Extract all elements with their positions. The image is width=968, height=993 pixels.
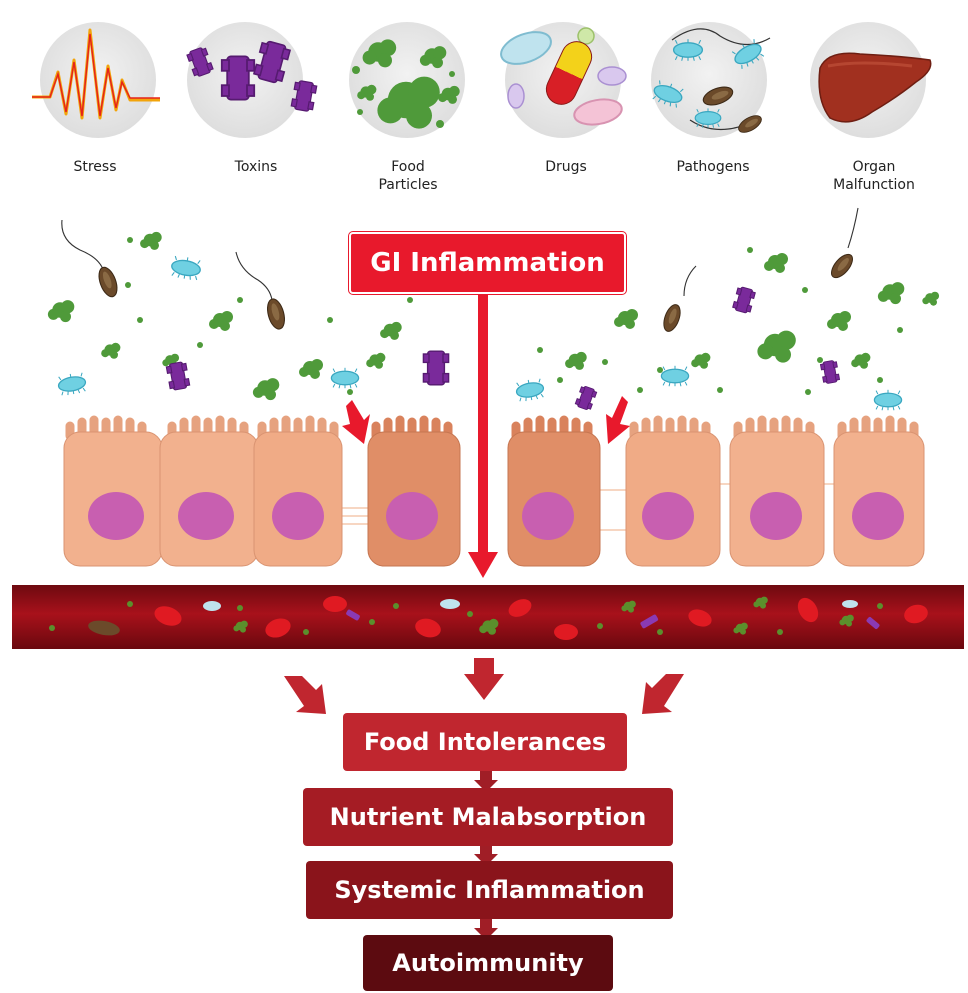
liver-icon [818,52,932,123]
drugs-icon [500,27,627,126]
cell [159,415,259,567]
cascade-connectors [474,770,498,940]
cause-organ-malfunction [810,22,932,138]
cascade-arrows [284,658,684,714]
cause-label-toxins: Toxins [234,159,278,175]
cause-label-organ-malfunction: Organ Malfunction [833,159,915,193]
cell [625,415,721,567]
cell [729,415,825,567]
leak-arrow-right [606,396,630,444]
cause-drugs [500,22,627,138]
gi-inflammation-box: GI Inflammation [349,232,626,294]
cascade-food-intolerances: Food Intolerances [343,713,627,771]
cause-label-food-particles: Food Particles [378,159,438,193]
cause-stress [32,22,160,138]
food-particles-icon [352,39,460,129]
cascade-nutrient-malabsorption: Nutrient Malabsorption [303,788,673,846]
cascade-autoimmunity: Autoimmunity [363,935,613,991]
epithelial-cells [63,415,925,567]
cell-damaged [367,415,461,567]
pathogens-icon [650,28,771,137]
cause-pathogens [650,22,771,138]
cell [833,415,925,567]
blood-vessel [12,585,964,649]
gi-inflammation-arrow [468,292,498,578]
cause-label-pathogens: Pathogens [676,159,750,175]
cascade-systemic-inflammation: Systemic Inflammation [306,861,673,919]
cause-toxins [185,22,318,138]
cell-damaged [507,415,601,567]
cause-label-drugs: Drugs [545,159,587,175]
cause-food-particles [349,22,465,138]
lumen-particles [47,207,940,412]
cell [63,415,163,567]
cause-label-stress: Stress [73,159,117,175]
leak-arrow-left [342,400,370,444]
cell [253,415,343,567]
